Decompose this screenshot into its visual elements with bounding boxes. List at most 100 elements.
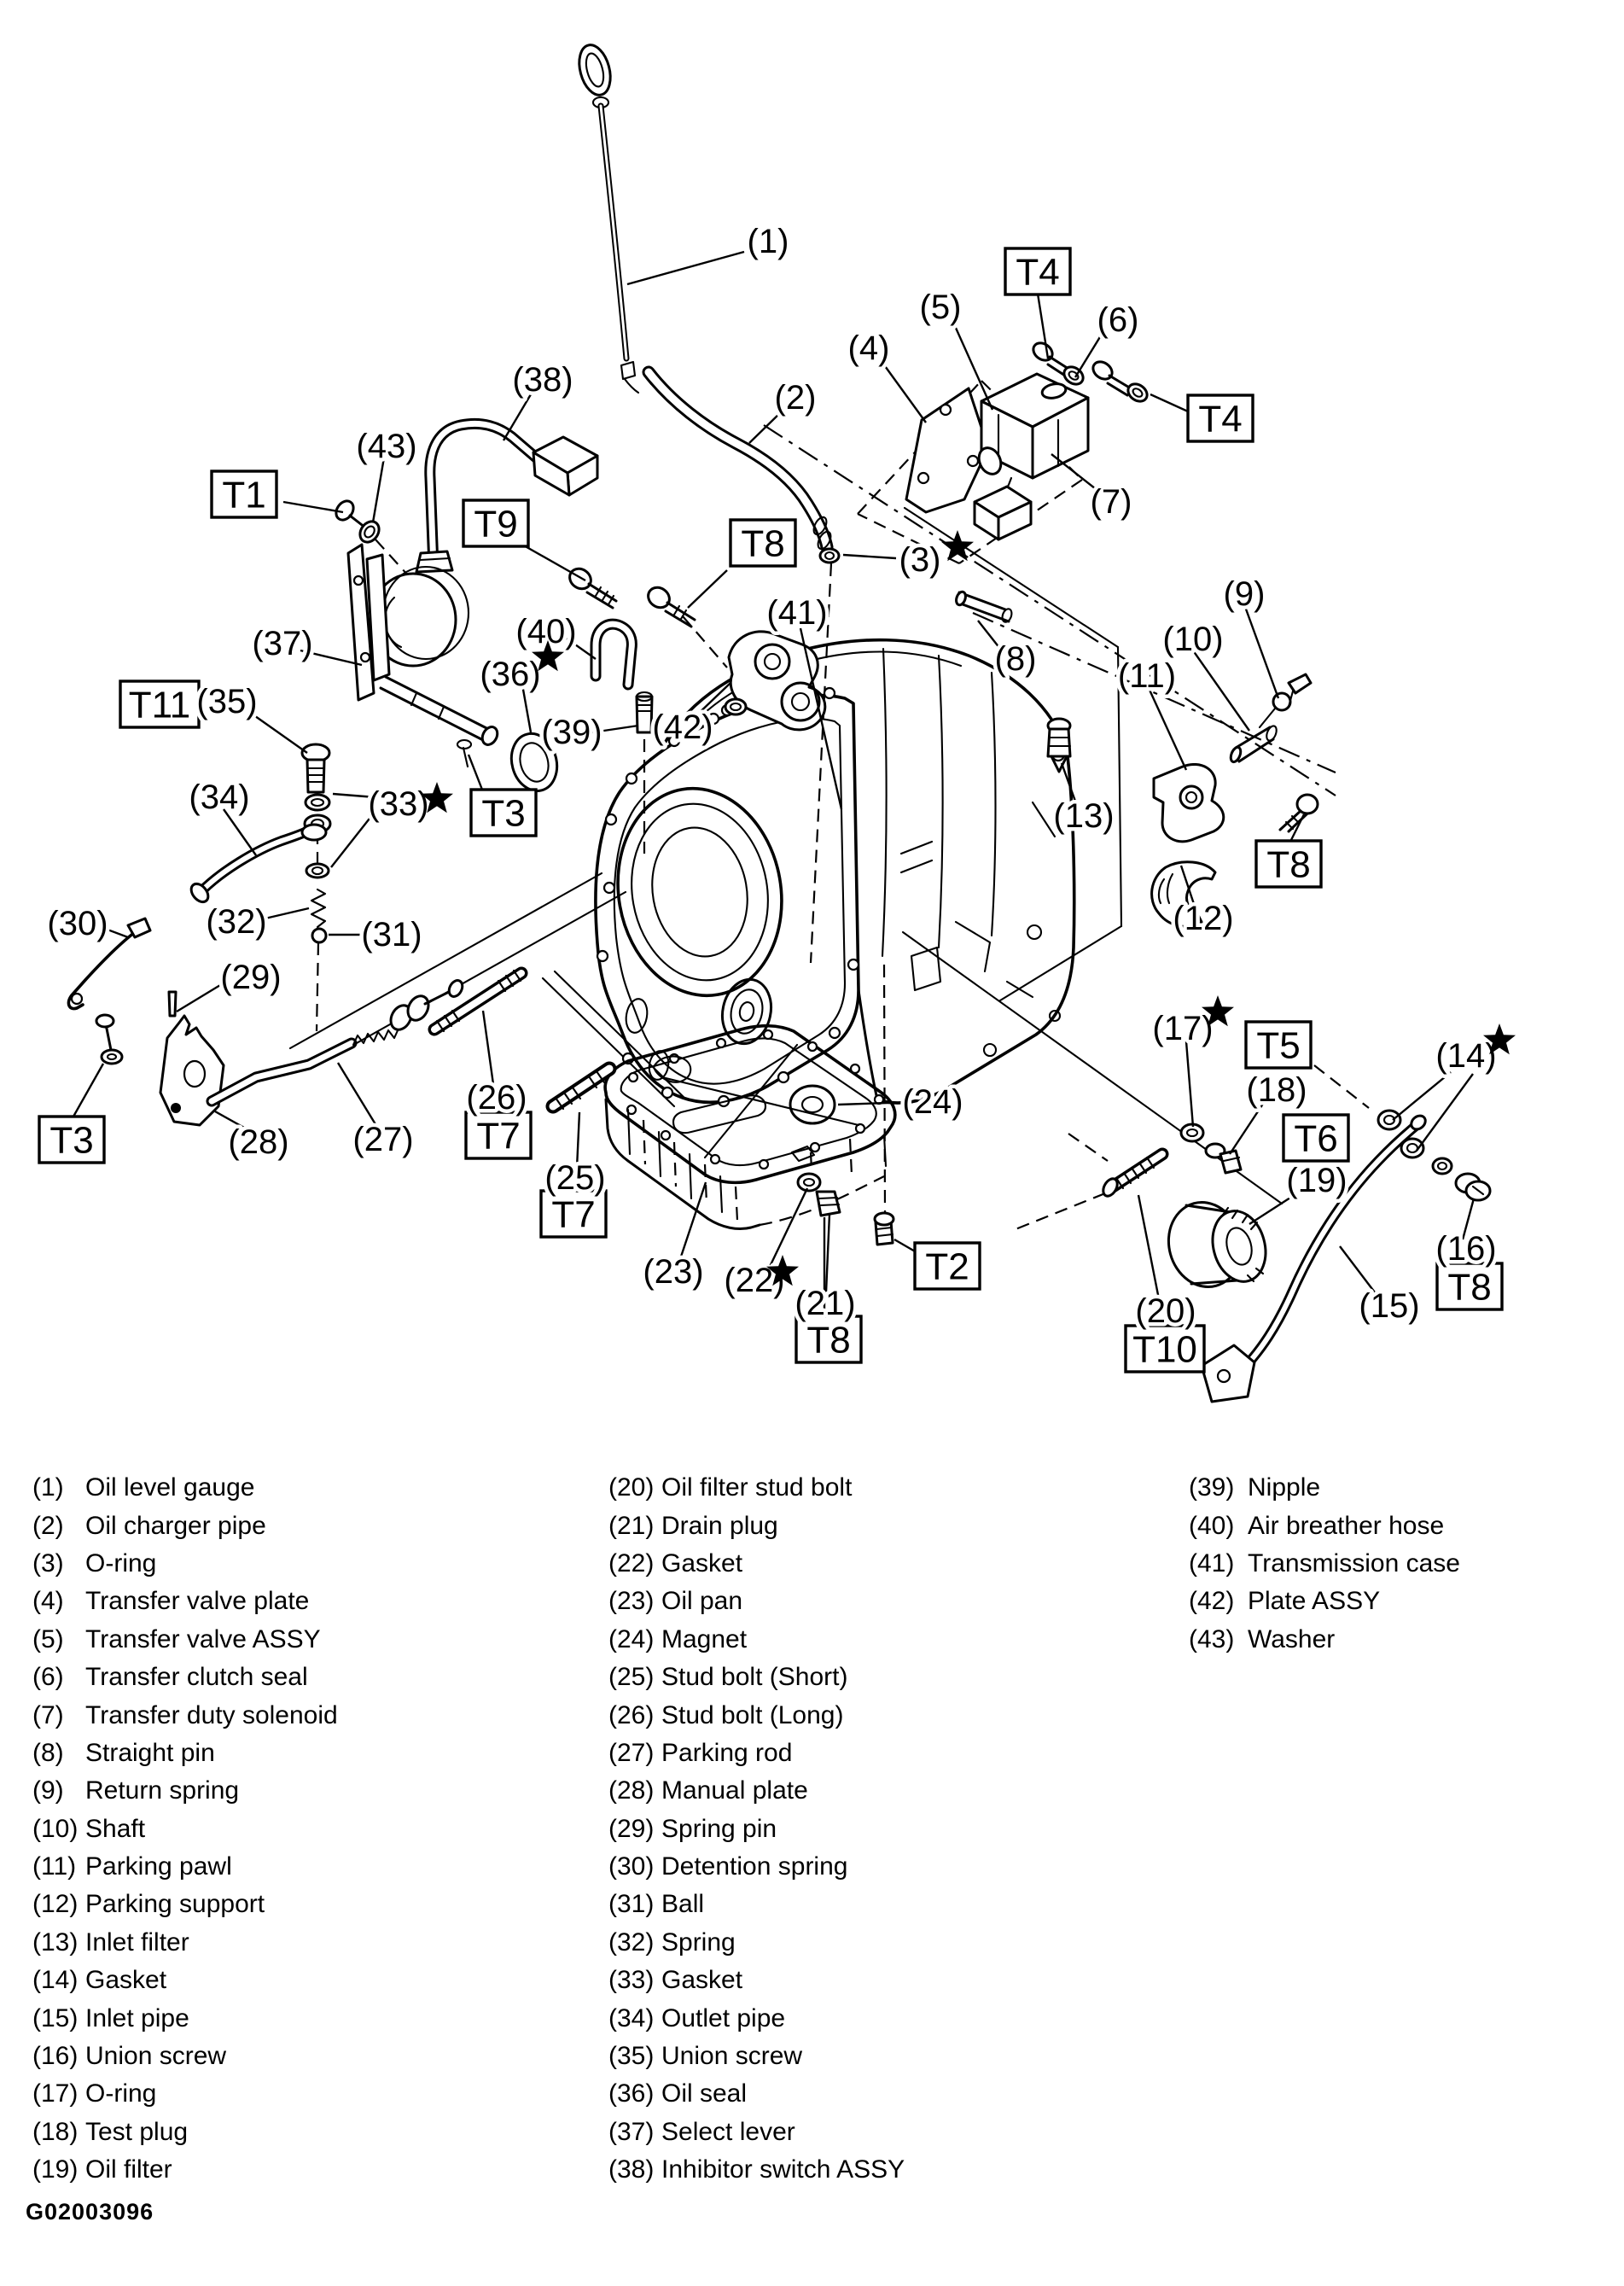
legend-column: (39)Nipple(40)Air breather hose(41)Trans… [1189, 1469, 1460, 1659]
torque-label-box: T9 [462, 499, 530, 548]
part-callout: (27) [352, 1121, 413, 1158]
legend-item: (12)Parking support [32, 1886, 338, 1923]
outlet-pipe-drawing [189, 823, 328, 904]
leader-line [214, 1110, 253, 1134]
legend-item: (35)Union screw [608, 2038, 905, 2075]
legend-item: (3)O-ring [32, 1545, 338, 1583]
legend-item: (37)Select lever [608, 2114, 905, 2151]
torque-label: T8 [806, 1320, 850, 1362]
legend-column: (1)Oil level gauge(2)Oil charger pipe(3)… [32, 1469, 338, 2189]
leader-line [1313, 1064, 1370, 1109]
legend-column: (20)Oil filter stud bolt(21)Drain plug(2… [608, 1469, 905, 2189]
legend-item-number: (40) [1189, 1511, 1235, 1540]
torque-label: T10 [1132, 1329, 1197, 1371]
legend-item: (22)Gasket [608, 1545, 905, 1583]
legend-item: (11)Parking pawl [32, 1848, 338, 1886]
leader-line [1074, 328, 1107, 378]
pan-ribs [652, 1043, 860, 1159]
legend-item-label: Oil level gauge [85, 1473, 255, 1502]
legend-item-number: (16) [32, 2042, 79, 2071]
legend-item-label: Magnet [661, 1624, 748, 1653]
legend-item-number: (41) [1189, 1548, 1235, 1577]
legend-item-number: (31) [608, 1890, 655, 1919]
part-callout: (18) [1246, 1071, 1307, 1109]
oil-level-gauge-drawing [578, 44, 640, 394]
leader-line [481, 1010, 495, 1085]
legend-item: (42)Plate ASSY [1189, 1583, 1460, 1620]
legend-item-label: Oil filter stud bolt [661, 1473, 853, 1502]
legend-item: (39)Nipple [1189, 1469, 1460, 1507]
part-callout: (34) [189, 779, 249, 816]
legend-item-number: (4) [32, 1587, 64, 1616]
o-ring-part [818, 547, 841, 564]
legend-item-number: (7) [32, 1700, 64, 1729]
torque-label: T7 [476, 1116, 520, 1158]
legend-item: (29)Spring pin [608, 1811, 905, 1848]
ball-part [311, 927, 328, 944]
part-callout: (14) [1435, 1037, 1496, 1075]
part-callout: (20) [1135, 1292, 1196, 1330]
parking-rod-drawing [206, 979, 464, 1107]
part-callout: (43) [356, 428, 416, 465]
legend-item-label: Parking pawl [85, 1852, 232, 1881]
part-callout: (40) [515, 613, 576, 650]
legend-item: (26)Stud bolt (Long) [608, 1696, 905, 1734]
legend-item-label: Shaft [85, 1814, 146, 1843]
star-icon [941, 530, 974, 562]
legend-item-label: Air breather hose [1248, 1511, 1445, 1540]
part-callout: (35) [196, 683, 257, 720]
leader-line [1185, 1041, 1195, 1128]
torque-label: T6 [1294, 1118, 1337, 1160]
legend-item-number: (14) [32, 1966, 79, 1995]
leader-line [766, 1187, 809, 1271]
torque-label-box: T11 [119, 679, 201, 729]
legend-item-number: (17) [32, 2079, 79, 2108]
leader-line [591, 724, 639, 734]
legend-item: (1)Oil level gauge [32, 1469, 338, 1507]
part-callout: (33) [368, 785, 428, 823]
part-callout: (6) [1097, 301, 1139, 339]
legend-item-number: (2) [32, 1511, 64, 1540]
leader-line [282, 500, 344, 514]
legend-item-label: Transfer duty solenoid [85, 1700, 338, 1729]
legend-item: (14)Gasket [32, 1962, 338, 1999]
leader-line [748, 409, 784, 444]
legend-item-label: Straight pin [85, 1738, 215, 1767]
legend-item-number: (26) [608, 1700, 655, 1729]
part-callout: (32) [206, 903, 266, 941]
leader-line [332, 792, 376, 799]
legend-item: (10)Shaft [32, 1811, 338, 1848]
legend-item-number: (32) [608, 1927, 655, 1957]
part-callout: (16) [1435, 1230, 1496, 1268]
torque-label: T7 [551, 1194, 595, 1236]
torque-label: T9 [474, 504, 517, 545]
leader-line [223, 808, 257, 856]
part-callout: (5) [920, 289, 962, 326]
leader-line [977, 620, 1001, 650]
legend-item: (16)Union screw [32, 2038, 338, 2075]
torque-label-box: T8 [1254, 839, 1323, 889]
legend-item-number: (28) [608, 1776, 655, 1805]
legend-item-number: (20) [608, 1473, 655, 1502]
torque-label-box: T2 [913, 1241, 981, 1291]
torque-label-box: T3 [469, 788, 538, 837]
part-callout: (12) [1173, 900, 1233, 937]
legend-item-label: Outlet pipe [661, 2003, 786, 2032]
legend-item-number: (37) [608, 2117, 655, 2146]
legend-item: (27)Parking rod [608, 1735, 905, 1772]
legend-item: (25)Stud bolt (Short) [608, 1659, 905, 1696]
legend-item-number: (34) [608, 2003, 655, 2032]
part-callout: (10) [1162, 621, 1223, 658]
star-icon [532, 640, 564, 672]
legend-item: (30)Detention spring [608, 1848, 905, 1886]
pan-skirt [604, 1098, 888, 1231]
leader-line [1339, 1245, 1378, 1297]
leader-line [842, 553, 897, 560]
legend-item-label: Spring pin [661, 1814, 777, 1843]
legend-item-label: Oil seal [661, 2079, 748, 2108]
part-callout: (31) [361, 916, 422, 953]
legend-item-number: (42) [1189, 1587, 1235, 1616]
star-layer [421, 530, 1516, 1286]
leader-line [880, 359, 927, 423]
legend-item-number: (3) [32, 1548, 64, 1577]
